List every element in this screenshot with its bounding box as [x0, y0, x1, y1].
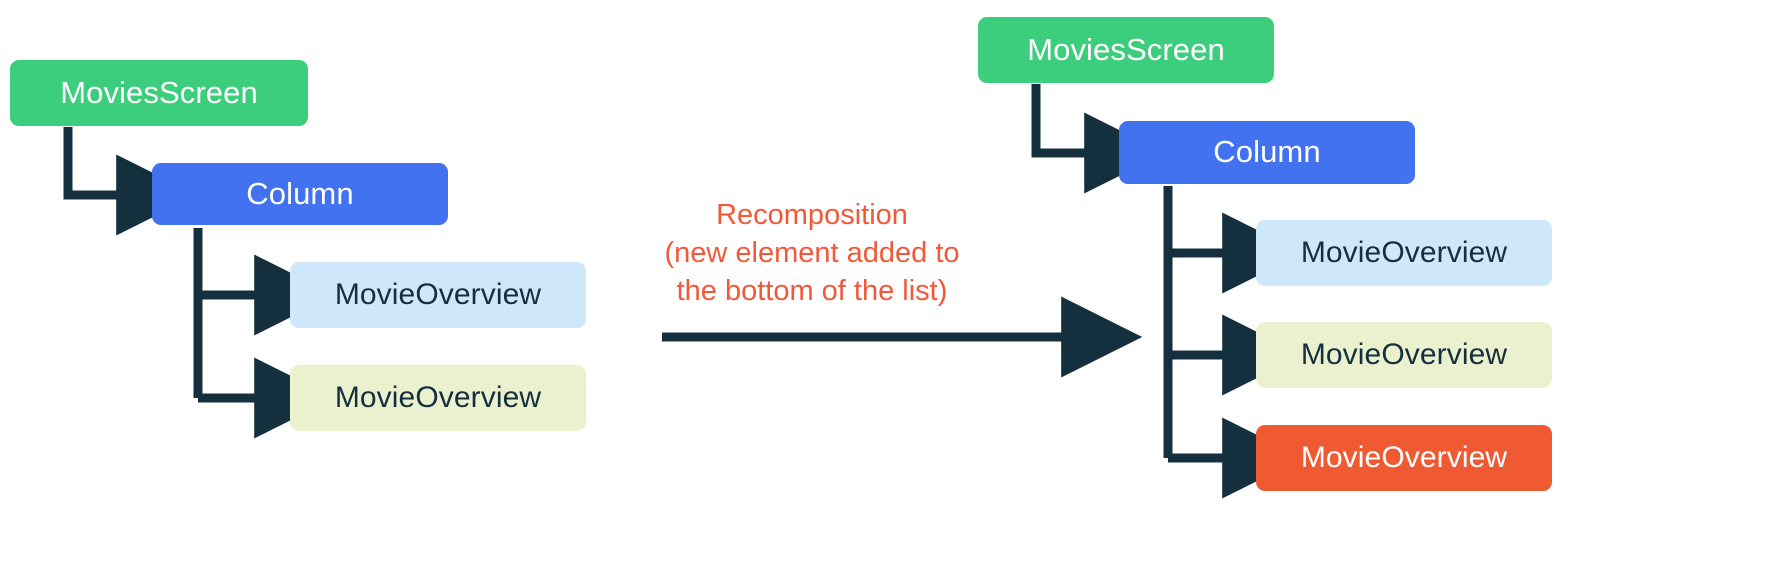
- recomposition-caption: Recomposition (new element added to the …: [664, 199, 960, 307]
- node-movies-screen-before[interactable]: MoviesScreen: [10, 60, 308, 126]
- node-label: MovieOverview: [1300, 236, 1508, 270]
- node-column-before[interactable]: Column: [152, 163, 448, 225]
- node-label: MovieOverview: [1300, 441, 1508, 475]
- node-label: Column: [1213, 134, 1321, 170]
- before-edge-screen-to-column: [63, 127, 198, 236]
- node-label: MovieOverview: [334, 278, 542, 312]
- node-label: Column: [246, 175, 354, 211]
- node-movie-overview-before-2[interactable]: MovieOverview: [290, 365, 586, 431]
- node-movie-overview-after-1[interactable]: MovieOverview: [1256, 220, 1552, 286]
- after-edge-screen-to-column: [1031, 84, 1166, 194]
- node-label: MoviesScreen: [1027, 31, 1225, 67]
- node-column-after[interactable]: Column: [1119, 121, 1415, 184]
- node-movie-overview-before-1[interactable]: MovieOverview: [290, 262, 586, 328]
- after-edge-column-to-children: [1163, 186, 1304, 499]
- before-edge-column-to-children: [193, 228, 336, 439]
- node-label: MovieOverview: [1300, 338, 1508, 372]
- node-movie-overview-after-3-new[interactable]: MovieOverview: [1256, 425, 1552, 491]
- node-movies-screen-after[interactable]: MoviesScreen: [978, 17, 1274, 83]
- node-label: MovieOverview: [334, 381, 542, 415]
- node-movie-overview-after-2[interactable]: MovieOverview: [1256, 322, 1552, 388]
- node-label: MoviesScreen: [60, 74, 258, 110]
